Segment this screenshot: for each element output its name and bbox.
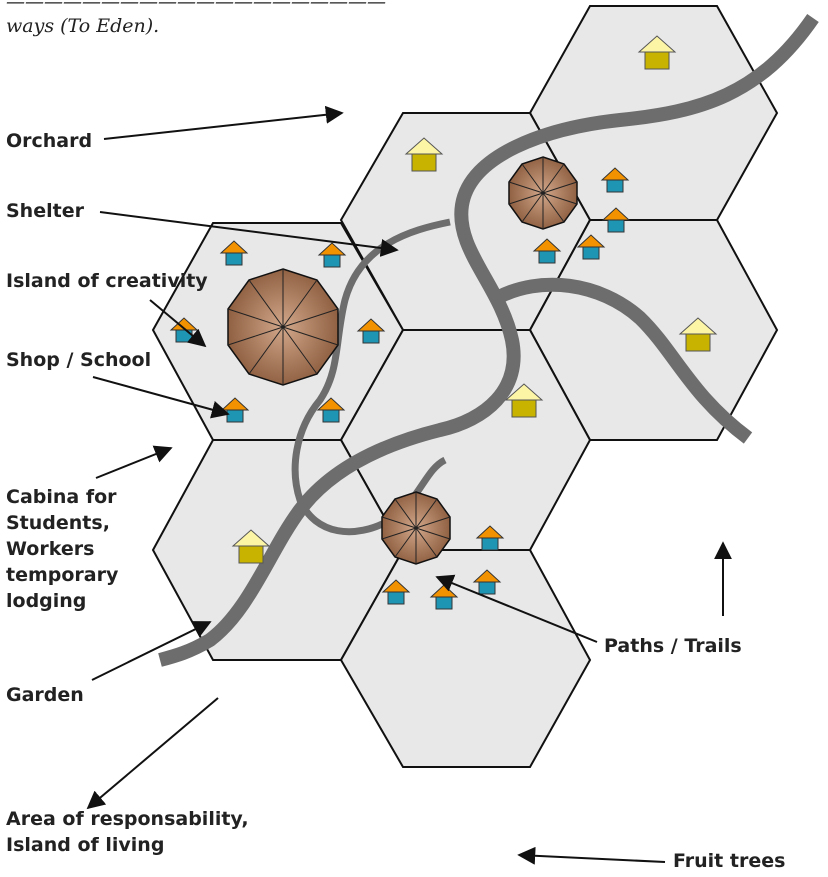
label-island-creativity: Island of creativity — [6, 270, 208, 292]
label-shop-school: Shop / School — [6, 349, 152, 371]
small-house-icon — [576, 234, 606, 260]
label-cabina-2: Students, — [6, 512, 110, 534]
cabin-icon — [231, 529, 271, 564]
small-house-icon — [472, 569, 502, 595]
pavilion-large — [227, 268, 339, 386]
small-house-icon — [381, 579, 411, 605]
label-cabina-3: Workers — [6, 538, 95, 560]
label-cabina-5: lodging — [6, 590, 87, 612]
label-garden: Garden — [6, 684, 84, 706]
label-paths: Paths / Trails — [604, 635, 742, 657]
small-house-icon — [356, 318, 386, 344]
small-house-icon — [317, 242, 347, 268]
pavilion-top — [508, 156, 578, 230]
cabin-icon — [637, 35, 677, 70]
arrows — [86, 105, 732, 865]
arrow-paths — [435, 574, 598, 643]
arrow-shelter — [99, 211, 399, 257]
small-house-icon — [475, 525, 505, 551]
intro-line-cut: ———————————————————— — [6, 0, 386, 13]
small-house-icon — [219, 240, 249, 266]
arrow-garden — [91, 621, 212, 681]
small-house-icon — [601, 207, 631, 233]
label-shelter: Shelter — [6, 200, 84, 222]
pavilion-bottom — [381, 491, 451, 565]
label-cabina-4: temporary — [6, 564, 119, 586]
label-cabina-1: Cabina for — [6, 486, 117, 508]
arrow-orchard — [103, 105, 344, 140]
intro-line: ways (To Eden). — [6, 15, 160, 37]
arrow-area — [86, 697, 219, 810]
arrow-island-creativity — [149, 299, 207, 348]
small-house-icon — [532, 238, 562, 264]
cabin-icon — [404, 137, 444, 172]
label-orchard: Orchard — [6, 130, 93, 152]
cabins — [231, 35, 718, 564]
arrow-shop-school — [92, 376, 230, 419]
arrow-fruit-trees — [517, 846, 666, 865]
label-area-1: Area of responsability, — [6, 808, 249, 830]
label-fruit-trees: Fruit trees — [673, 850, 786, 872]
cabin-icon — [678, 317, 718, 352]
branch-trail — [493, 277, 753, 444]
hex-tiles — [151, 5, 779, 768]
arrow-cabina — [95, 445, 173, 479]
intro-text: ———————————————————— ways (To Eden). — [6, 0, 406, 44]
small-house-icon — [316, 397, 346, 423]
small-house-icon — [600, 167, 630, 193]
main-trail — [158, 14, 819, 667]
cabin-icon — [504, 383, 544, 418]
label-area-2: Island of living — [6, 834, 165, 856]
